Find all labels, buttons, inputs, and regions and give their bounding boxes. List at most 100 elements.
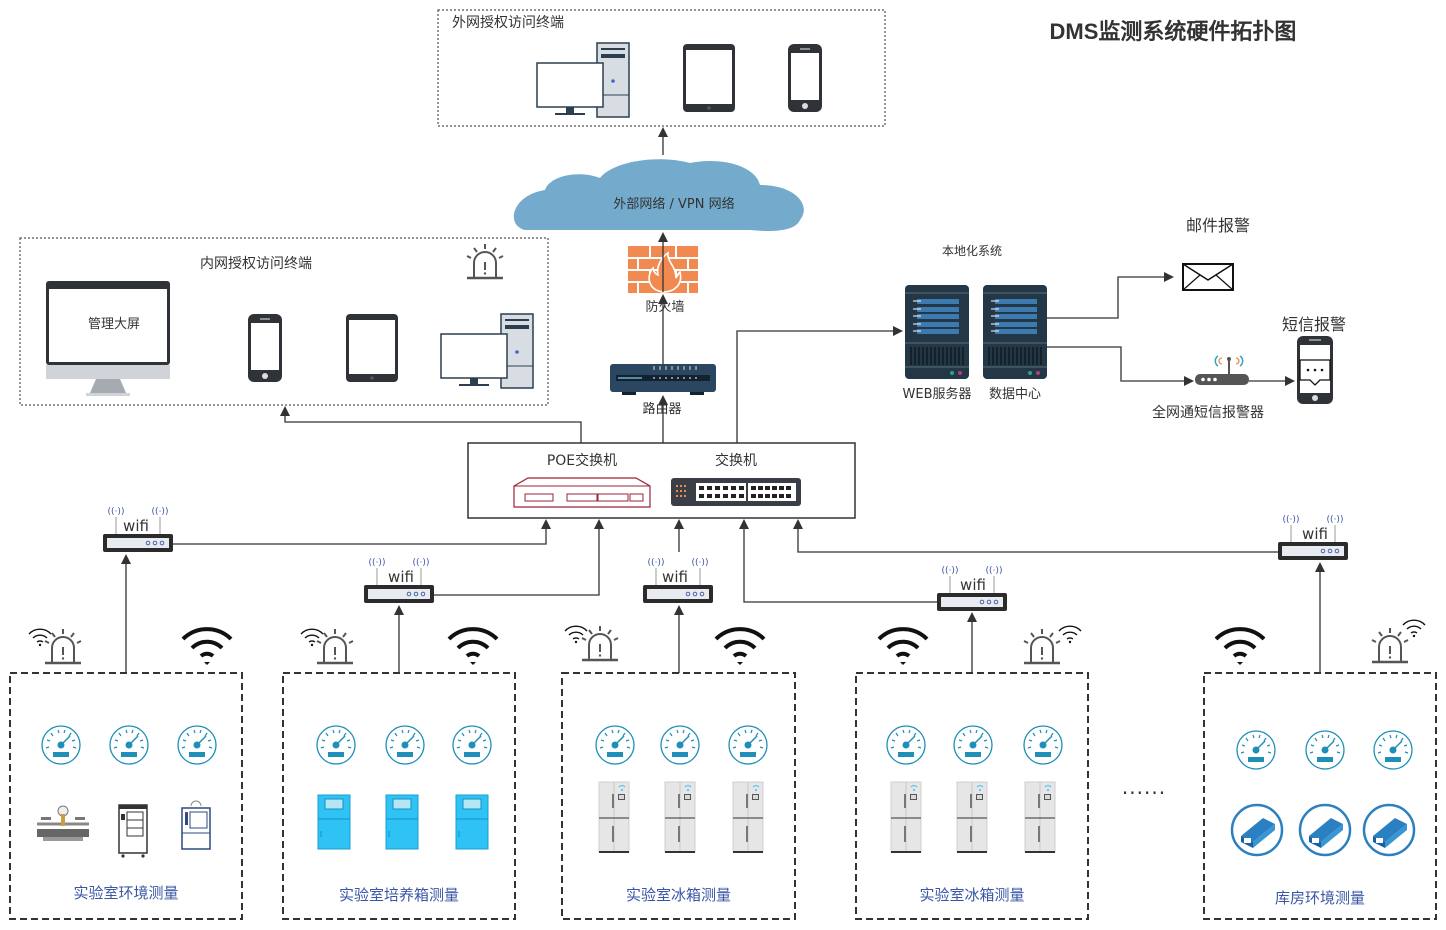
warehouse-sensor-icon bbox=[1362, 803, 1416, 857]
refrigerator-icon bbox=[890, 781, 922, 853]
gauge-sensor-icon bbox=[316, 725, 356, 765]
wifi-signal-icon bbox=[714, 627, 766, 667]
wifi-signal-icon bbox=[1058, 625, 1082, 644]
measurement-zones: 实验室环境测量实验室培养箱测量实验室冰箱测量实验室冰箱测量库房环境测量 bbox=[9, 672, 1437, 920]
poe-switch-icon bbox=[513, 477, 651, 508]
connectors bbox=[121, 127, 1325, 673]
smartphone-icon bbox=[247, 313, 283, 383]
zone-title: 库房环境测量 bbox=[1275, 889, 1365, 907]
internal-terminals-label: 内网授权访问终端 bbox=[200, 256, 312, 272]
connector-wifi1-to-poe bbox=[173, 519, 551, 545]
gauge-sensor-icon bbox=[728, 725, 768, 765]
gauge-sensor-icon bbox=[109, 725, 149, 765]
router-group: 路由器 bbox=[610, 364, 716, 417]
wifi-signal-icon bbox=[1214, 627, 1266, 667]
email-alarm-label: 邮件报警 bbox=[1186, 216, 1250, 235]
environmental-chamber-icon bbox=[118, 804, 148, 858]
zone-box bbox=[855, 672, 1089, 920]
internal-terminals-group: 内网授权访问终端 管理大屏 bbox=[19, 237, 549, 406]
zone-title: 实验室培养箱测量 bbox=[339, 886, 459, 904]
measurement-zone: 实验室环境测量 bbox=[9, 672, 243, 920]
local-system-label: 本地化系统 bbox=[942, 244, 1002, 258]
diagram-title: DMS监测系统硬件拓扑图 bbox=[1050, 19, 1297, 44]
wifi-router: wifi bbox=[936, 565, 1008, 612]
desktop-computer-icon bbox=[440, 313, 534, 389]
wifi-signal-icon bbox=[300, 628, 324, 647]
sms-alarm-group: 短信报警 全网通短信报警器 bbox=[1152, 315, 1346, 421]
envelope-icon bbox=[1182, 263, 1234, 291]
alarm-beacon-icon bbox=[465, 242, 505, 280]
router-icon bbox=[610, 364, 716, 395]
measurement-zone: 实验室培养箱测量 bbox=[282, 672, 516, 920]
connector-wifi2-to-poe bbox=[434, 519, 604, 596]
sms-alarm-device-icon bbox=[1195, 355, 1249, 385]
poe-switch-label: POE交换机 bbox=[547, 452, 617, 469]
wifi-signal-icon bbox=[28, 628, 52, 647]
connector-switch-to-internal bbox=[280, 406, 582, 443]
desktop-computer-icon bbox=[536, 42, 630, 118]
tablet-icon bbox=[346, 314, 398, 382]
gauge-sensor-icon bbox=[1236, 730, 1276, 770]
data-center-label: 数据中心 bbox=[989, 387, 1041, 402]
wifi-signal-icon bbox=[447, 627, 499, 667]
wifi-signal-icon bbox=[564, 625, 588, 644]
tablet-icon bbox=[683, 44, 735, 112]
external-terminals-group: 外网授权访问终端 bbox=[437, 9, 886, 127]
refrigerator-icon bbox=[732, 781, 764, 853]
alarm-beacon-icon bbox=[1022, 627, 1062, 665]
refrigerator-icon bbox=[664, 781, 696, 853]
gauge-sensor-icon bbox=[660, 725, 700, 765]
connector-wifi5-to-switch bbox=[793, 519, 1278, 553]
big-screen-label: 管理大屏 bbox=[88, 317, 140, 332]
wifi-router: wifi bbox=[642, 557, 714, 604]
warehouse-sensor-icon bbox=[1298, 803, 1352, 857]
external-network-cloud: 外部网络 / VPN 网络 bbox=[513, 159, 804, 231]
connector-switch-to-server bbox=[736, 326, 903, 443]
sms-phone-icon bbox=[1297, 336, 1333, 404]
gauge-sensor-icon bbox=[41, 725, 81, 765]
sms-alarm-label: 短信报警 bbox=[1282, 315, 1346, 334]
warehouse-sensor-icon bbox=[1230, 803, 1284, 857]
wifi-label: wifi bbox=[960, 576, 986, 594]
refrigerator-icon bbox=[956, 781, 988, 853]
gauge-sensor-icon bbox=[1023, 725, 1063, 765]
wifi-label: wifi bbox=[388, 568, 414, 586]
connector-wifi4-to-switch bbox=[739, 519, 938, 603]
incubator-icon bbox=[455, 794, 489, 850]
refrigerator-icon bbox=[598, 781, 630, 853]
measurement-zone: 实验室冰箱测量 bbox=[561, 672, 796, 920]
test-chamber-icon bbox=[181, 800, 211, 850]
wifi-router: wifi bbox=[102, 506, 174, 553]
email-alarm-group: 邮件报警 bbox=[1182, 216, 1250, 291]
gauge-sensor-icon bbox=[452, 725, 492, 765]
wifi-label: wifi bbox=[1302, 525, 1328, 543]
alarm-beacon-icon bbox=[580, 624, 620, 662]
gauge-sensor-icon bbox=[1373, 730, 1413, 770]
data-center-icon bbox=[982, 284, 1048, 380]
wifi-label: wifi bbox=[123, 517, 149, 535]
cloud-icon bbox=[513, 159, 804, 231]
measurement-zone: 实验室冰箱测量 bbox=[855, 672, 1089, 920]
gauge-sensor-icon bbox=[595, 725, 635, 765]
connector-server-to-sms-device bbox=[1047, 346, 1194, 386]
incubator-icon bbox=[385, 794, 419, 850]
router-label: 路由器 bbox=[642, 401, 681, 417]
zone-title: 实验室冰箱测量 bbox=[919, 886, 1024, 904]
network-switch-icon bbox=[671, 478, 801, 506]
cloud-label: 外部网络 / VPN 网络 bbox=[613, 196, 734, 212]
smartphone-icon bbox=[787, 43, 823, 113]
web-server-label: WEB服务器 bbox=[903, 386, 972, 402]
wifi-router: wifi bbox=[363, 557, 435, 604]
wifi-signal-icon bbox=[1402, 619, 1426, 638]
big-screen-monitor-icon bbox=[46, 281, 170, 396]
local-system-group: 本地化系统 WEB服务器 数据中心 bbox=[903, 244, 1048, 402]
wifi-signal-icon bbox=[181, 627, 233, 667]
switch-box-group: POE交换机 交换机 bbox=[467, 442, 856, 519]
gauge-sensor-icon bbox=[953, 725, 993, 765]
alarm-beacon-icon bbox=[1370, 626, 1410, 664]
gauge-sensor-icon bbox=[886, 725, 926, 765]
zone-box bbox=[1203, 672, 1437, 920]
balance-scale-icon bbox=[37, 805, 89, 841]
measurement-zone: 库房环境测量 bbox=[1203, 672, 1437, 920]
